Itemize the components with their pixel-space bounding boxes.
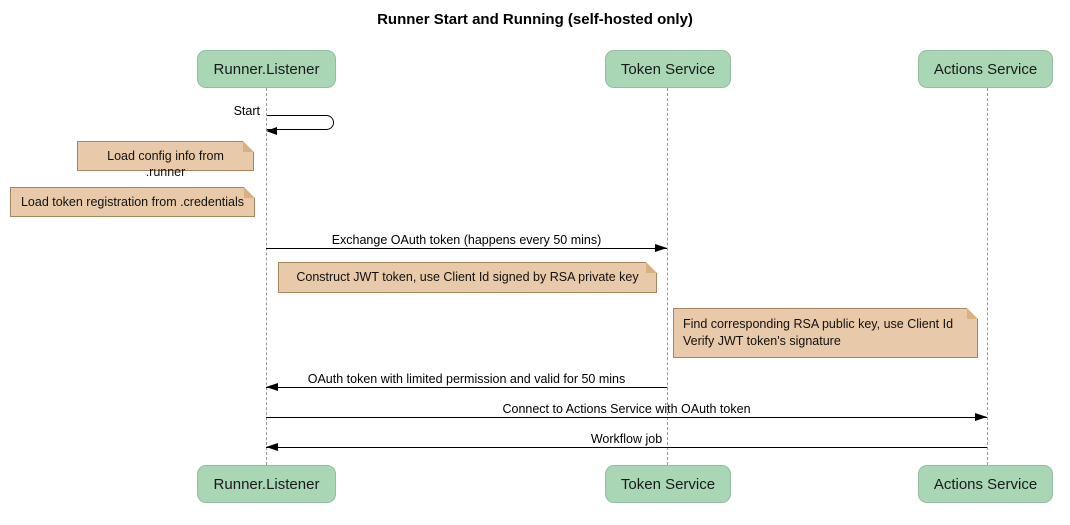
participant-label: Runner.Listener <box>213 60 320 78</box>
message-label: Connect to Actions Service with OAuth to… <box>502 402 751 416</box>
note-text: Load config info from .runner <box>107 149 224 179</box>
self-loop-arrow <box>266 115 334 135</box>
participant-bottom-token-service: Token Service <box>605 465 731 503</box>
participant-top-actions-service: Actions Service <box>918 50 1053 88</box>
participant-label: Actions Service <box>933 60 1038 78</box>
message-start-label: Start <box>233 104 260 118</box>
message-label: Exchange OAuth token (happens every 50 m… <box>331 233 602 247</box>
participant-bottom-actions-service: Actions Service <box>918 465 1053 503</box>
message-label: OAuth token with limited permission and … <box>307 372 626 386</box>
participant-label: Actions Service <box>933 475 1038 493</box>
lifeline-token-service <box>667 88 668 465</box>
message-label: Workflow job <box>590 432 663 446</box>
message-arrow-left <box>266 383 667 391</box>
message-connect-actions-service: Connect to Actions Service with OAuth to… <box>266 402 987 421</box>
participant-label: Token Service <box>620 60 716 78</box>
participant-top-runner-listener: Runner.Listener <box>197 50 336 88</box>
note-text: Construct JWT token, use Client Id signe… <box>296 270 639 284</box>
message-workflow-job: Workflow job <box>266 432 987 451</box>
message-arrow-right <box>266 244 667 252</box>
diagram-title: Runner Start and Running (self-hosted on… <box>377 11 693 28</box>
note-text-line1: Find corresponding RSA public key, use C… <box>683 317 954 331</box>
note-load-config: Load config info from .runner <box>77 141 254 179</box>
lifeline-actions-service <box>987 88 988 465</box>
participant-top-token-service: Token Service <box>605 50 731 88</box>
lifeline-runner-listener <box>266 88 267 465</box>
participant-label: Token Service <box>620 475 716 493</box>
participant-label: Runner.Listener <box>213 475 320 493</box>
participant-bottom-runner-listener: Runner.Listener <box>197 465 336 503</box>
note-text: Load token registration from .credential… <box>20 195 245 209</box>
note-construct-jwt: Construct JWT token, use Client Id signe… <box>278 262 657 293</box>
note-verify-jwt: Find corresponding RSA public key, use C… <box>673 308 978 358</box>
message-arrow-left <box>266 443 987 451</box>
message-oauth-token-return: OAuth token with limited permission and … <box>266 372 667 391</box>
message-arrow-right <box>266 413 987 421</box>
note-text-line2: Verify JWT token's signature <box>683 334 841 348</box>
note-load-token-registration: Load token registration from .credential… <box>10 187 255 217</box>
message-exchange-oauth-token: Exchange OAuth token (happens every 50 m… <box>266 233 667 252</box>
arrowhead-left-icon <box>266 127 277 135</box>
